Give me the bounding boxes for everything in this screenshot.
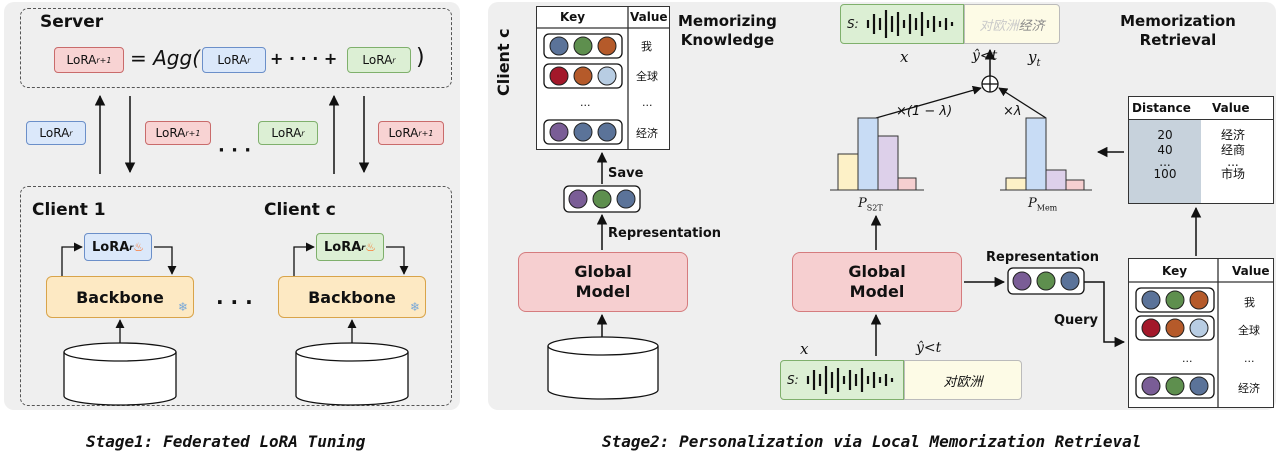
snowflake-icon: ❄: [410, 300, 421, 314]
query-label: Query: [1054, 313, 1099, 328]
clients-mid-dots: · · ·: [216, 290, 253, 314]
kv2-row-value: 我: [1244, 296, 1255, 309]
clientc-title: Client c: [264, 200, 336, 220]
retrieval-title: Memorization Retrieval: [1120, 12, 1236, 49]
kv-row-value: 全球: [636, 70, 658, 83]
text-out-box: 对欧洲经济: [964, 4, 1060, 44]
p-mem-label: PMem: [1028, 196, 1058, 213]
kv2-row-value: 经济: [1238, 382, 1260, 395]
yhat-label-top: ŷ<t: [972, 48, 998, 64]
kv2-row-value: 全球: [1238, 324, 1260, 337]
distance-values: 20 40 ... 100: [1153, 128, 1177, 181]
eq-agg: = Agg(: [130, 46, 200, 70]
exchange-dots: · · ·: [218, 140, 252, 161]
eq-close: ): [416, 45, 425, 70]
client1-data-label: Private Data 1: [74, 372, 160, 386]
yt-label: yt: [1028, 48, 1041, 69]
stage2-caption: Stage2: Personalization via Local Memori…: [602, 432, 1142, 451]
value-header: Value: [630, 10, 668, 24]
eq-plus: + · · · +: [270, 49, 338, 68]
snowflake-icon: ❄: [178, 300, 189, 314]
client-c-vertical-label: Client c: [494, 28, 513, 96]
memorizing-title: Memorizing Knowledge: [678, 12, 777, 49]
global-model-right: Global Model: [792, 252, 962, 312]
global-model-left: Global Model: [518, 252, 688, 312]
kv-row-value: 经济: [636, 127, 658, 140]
key-header-2: Key: [1162, 264, 1188, 278]
distance-table-header: [1129, 97, 1273, 120]
kv-row-value: ...: [642, 96, 653, 109]
kv-row-ellipsis: ...: [580, 96, 591, 109]
clientc-backbone: Backbone: [278, 276, 426, 318]
distance-header: Distance: [1132, 101, 1191, 115]
value-header-2: Value: [1212, 101, 1250, 115]
clients-box: [20, 186, 452, 406]
client1-title: Client 1: [32, 200, 106, 220]
distance-token-values: 经济 经商 ... 市场: [1220, 128, 1245, 181]
audio-out-box: S:: [840, 4, 964, 44]
clientc-data-label: Private Data c: [308, 372, 394, 386]
yhat-label-bottom: ŷ<t: [916, 340, 942, 356]
fire-icon: ♨: [365, 240, 376, 254]
p-s2t-label: PS2T: [858, 196, 883, 213]
audio-in-box: S:: [780, 360, 904, 400]
server-box: [20, 8, 452, 88]
weight-1-minus-lambda: ×(1 − λ): [896, 104, 953, 119]
kv2-row-ellipsis: ...: [1182, 352, 1193, 365]
server-title: Server: [40, 12, 104, 32]
private-data-c-label: Private Data c: [562, 366, 648, 380]
text-in-box: 对欧洲: [904, 360, 1022, 400]
key-header: Key: [560, 10, 586, 24]
x-label-bottom: x: [800, 340, 809, 358]
kv-row-value: 我: [641, 40, 652, 53]
x-label-top: x: [900, 48, 909, 66]
value-header-3: Value: [1232, 264, 1270, 278]
representation-label-left: Representation: [608, 226, 722, 241]
kv2-row-value: ...: [1244, 352, 1255, 365]
weight-lambda: ×λ: [1003, 104, 1022, 119]
distance-col-bg: [1129, 120, 1201, 203]
save-label: Save: [608, 166, 644, 181]
representation-label-right: Representation: [986, 250, 1100, 265]
fire-icon: ♨: [133, 240, 144, 254]
stage1-caption: Stage1: Federated LoRA Tuning: [86, 432, 366, 451]
client1-backbone: Backbone: [46, 276, 194, 318]
